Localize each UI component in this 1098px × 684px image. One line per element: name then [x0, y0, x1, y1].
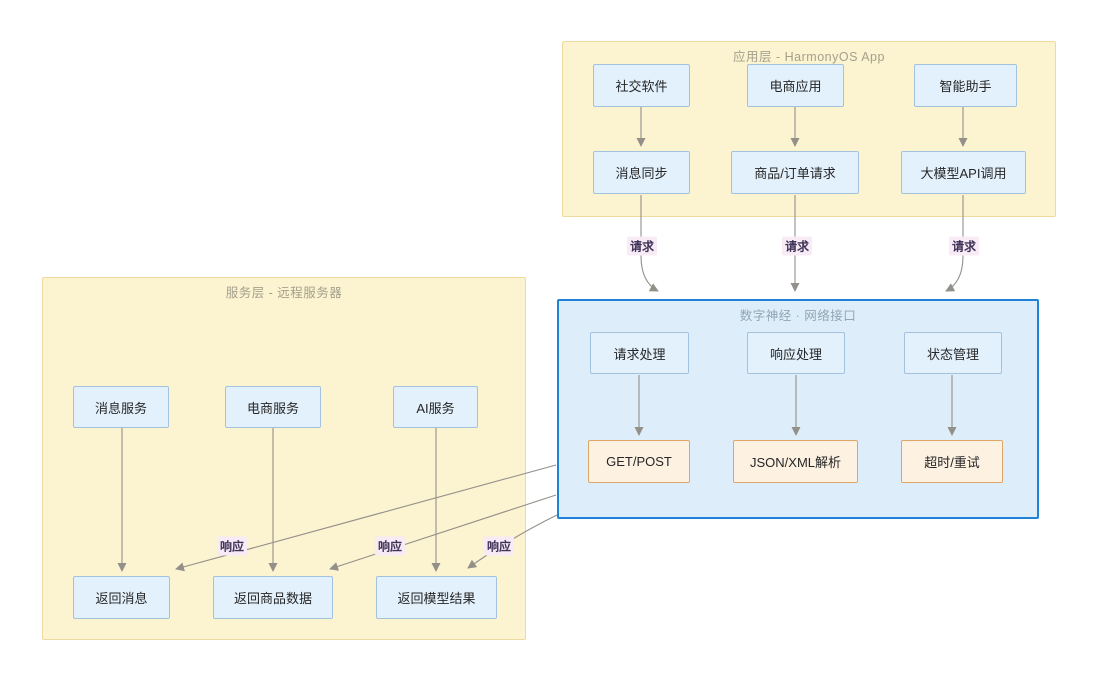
container-title-network-layer: 数字神经 · 网络接口	[739, 309, 857, 323]
node-response-handling: 响应处理	[747, 332, 845, 374]
edge-label-response-2: 响应	[374, 536, 406, 556]
container-title-app-layer: 应用层 - HarmonyOS App	[733, 50, 885, 64]
node-return-model-result: 返回模型结果	[376, 576, 497, 619]
edge-label-response-3: 响应	[483, 536, 515, 556]
node-llm-api-call: 大模型API调用	[901, 151, 1026, 194]
node-json-xml-parse: JSON/XML解析	[733, 440, 858, 483]
node-timeout-retry: 超时/重试	[901, 440, 1003, 483]
node-social-app: 社交软件	[593, 64, 690, 107]
node-message-service: 消息服务	[73, 386, 169, 428]
node-get-post: GET/POST	[588, 440, 690, 483]
edge-label-request-1: 请求	[626, 236, 658, 256]
node-smart-assistant: 智能助手	[914, 64, 1017, 107]
node-message-sync: 消息同步	[593, 151, 690, 194]
edge-label-response-1: 响应	[216, 536, 248, 556]
node-ecommerce-app: 电商应用	[747, 64, 844, 107]
edge-label-request-2: 请求	[781, 236, 813, 256]
node-state-management: 状态管理	[904, 332, 1002, 374]
edge-label-request-3: 请求	[948, 236, 980, 256]
node-return-message: 返回消息	[73, 576, 170, 619]
container-title-service-layer: 服务层 - 远程服务器	[225, 286, 343, 300]
node-return-goods-data: 返回商品数据	[213, 576, 333, 619]
node-ecommerce-service: 电商服务	[225, 386, 321, 428]
node-ai-service: AI服务	[393, 386, 478, 428]
node-order-request: 商品/订单请求	[731, 151, 859, 194]
node-request-handling: 请求处理	[590, 332, 689, 374]
